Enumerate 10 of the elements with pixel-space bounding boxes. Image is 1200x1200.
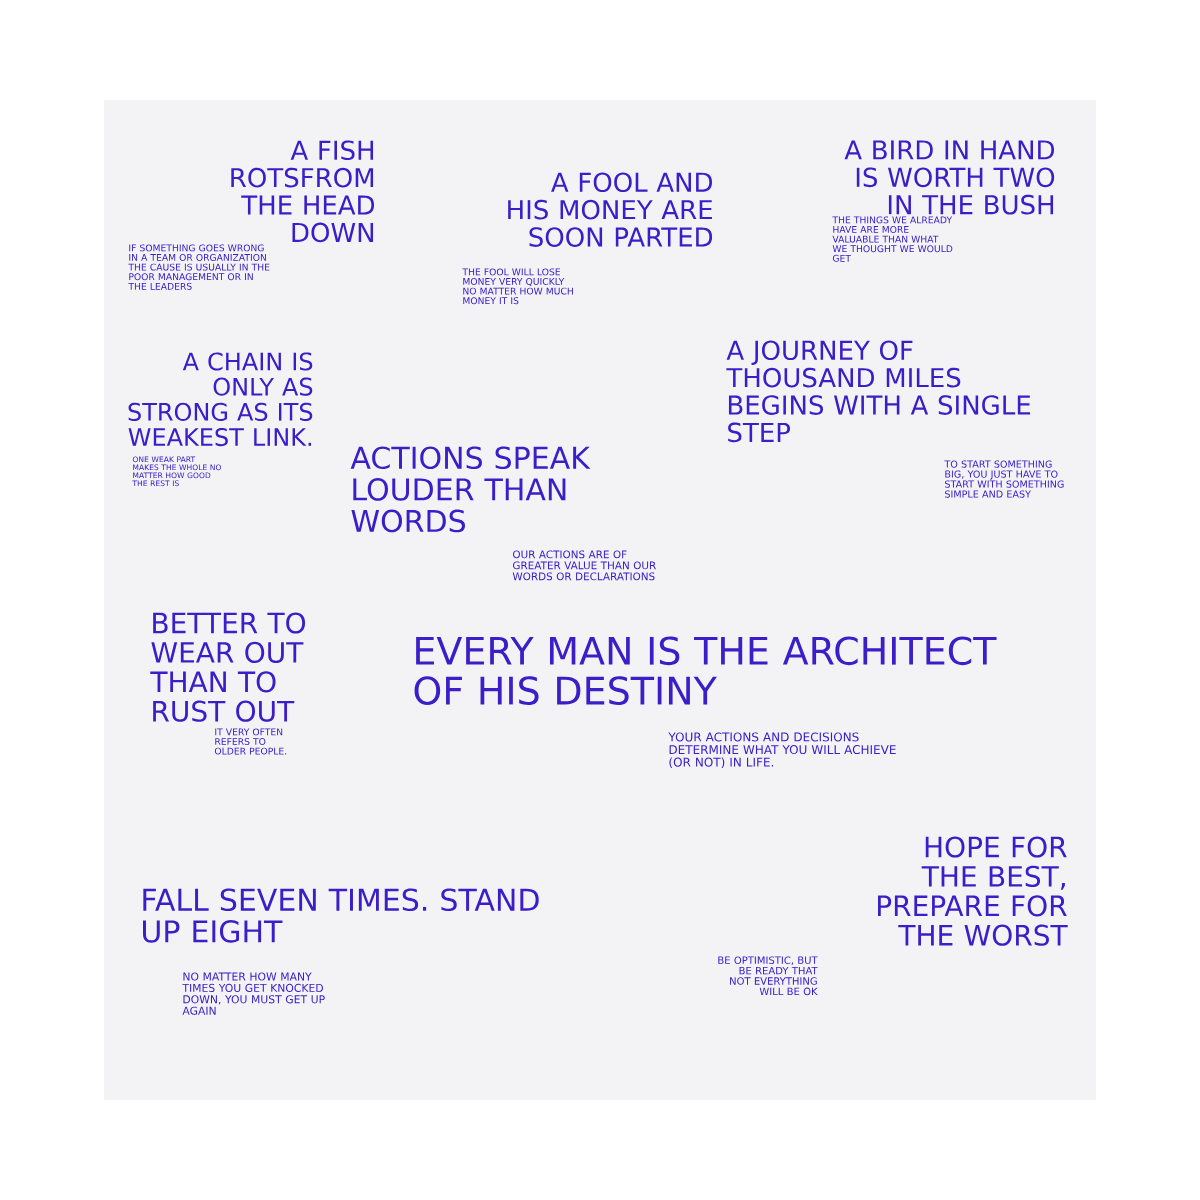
proverb-text: A JOURNEY OF THOUSAND MILES BEGINS WITH A SINGLE STEP	[726, 340, 1031, 443]
proverb-text: A FOOL AND HIS MONEY ARE SOON PARTED	[508, 172, 713, 247]
proverb-text: A FISH ROTSFROM THE HEAD DOWN	[231, 140, 375, 243]
proverb-text: A BIRD IN HAND IS WORTH TWO IN THE BUSH	[844, 140, 1055, 215]
proverb-text: FALL SEVEN TIMES. STAND UP EIGHT	[143, 888, 539, 943]
proverb-text: HOPE FOR THE BEST, PREPARE FOR THE WORST	[878, 836, 1068, 946]
proverb-text: ACTIONS SPEAK LOUDER THAN WORDS	[350, 446, 591, 533]
proverb-text: BETTER TO WEAR OUT THAN TO RUST OUT	[150, 612, 306, 722]
proverb-text: EVERY MAN IS THE ARCHITECT OF HIS DESTINY	[414, 636, 997, 705]
proverb-text: A CHAIN IS ONLY AS STRONG AS ITS WEAKEST LINK.	[128, 352, 313, 447]
